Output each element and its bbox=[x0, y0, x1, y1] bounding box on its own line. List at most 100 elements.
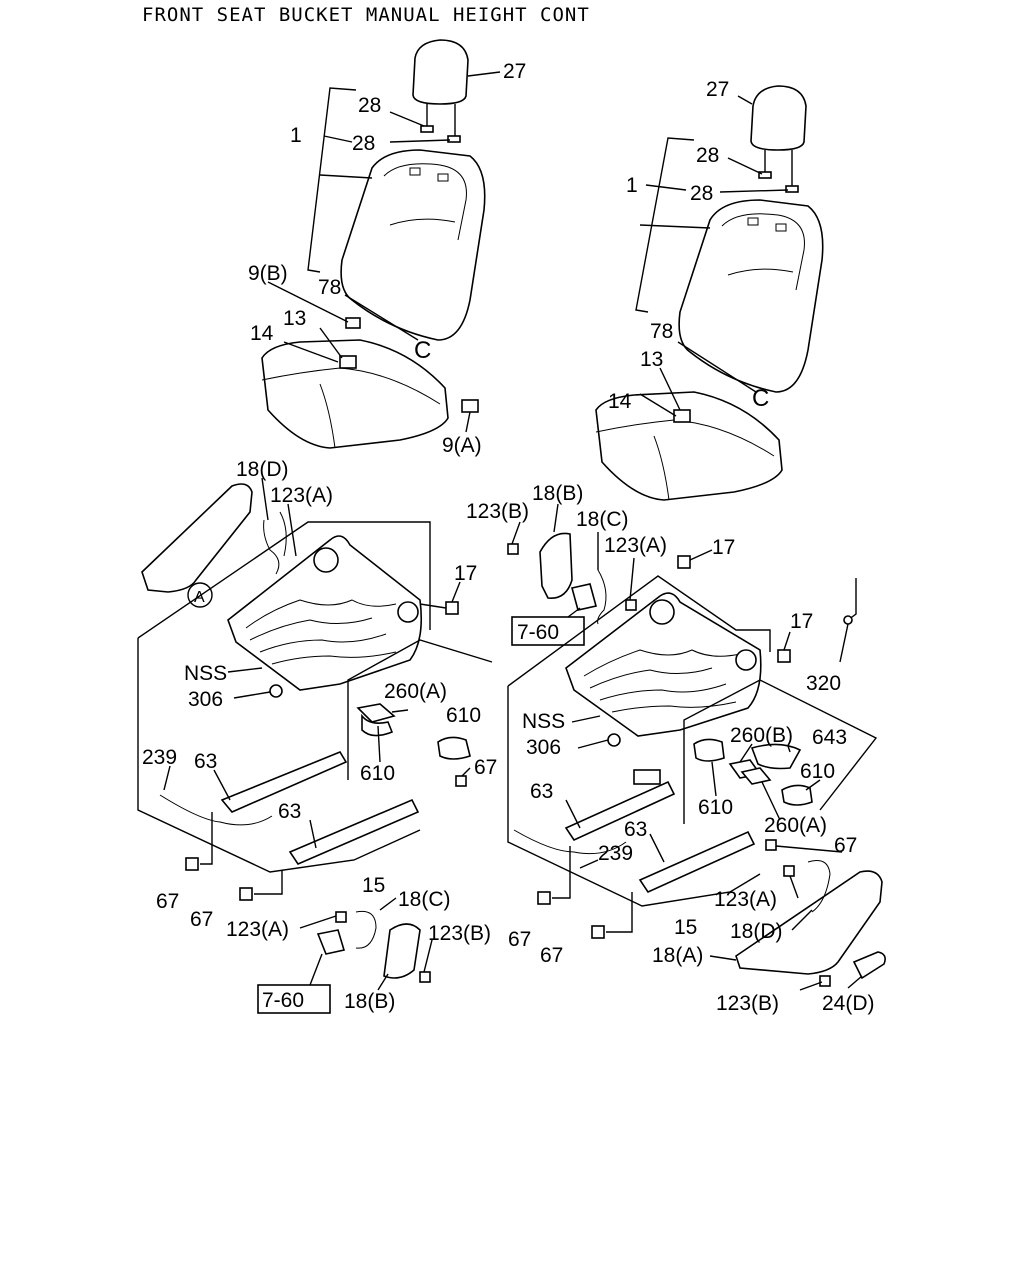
left-side-cover bbox=[141, 483, 253, 593]
left-box-7-60 bbox=[257, 984, 331, 1014]
right-box-7-60 bbox=[511, 616, 585, 646]
right-part-643 bbox=[750, 743, 802, 770]
diagram-title: FRONT SEAT BUCKET MANUAL HEIGHT CONT bbox=[142, 4, 590, 26]
left-bolt-67-a bbox=[455, 775, 467, 787]
label-l9a: 9(A) bbox=[442, 434, 482, 457]
label-r24d: 24(D) bbox=[822, 992, 875, 1015]
label-r67b: 67 bbox=[508, 928, 531, 951]
right-knob-7-60 bbox=[571, 583, 597, 611]
label-l610b: 610 bbox=[360, 762, 395, 785]
right-part-610-b bbox=[781, 784, 813, 806]
left-clip-9b bbox=[345, 317, 361, 329]
left-rail-lower bbox=[288, 798, 420, 865]
right-screw-123b bbox=[507, 543, 519, 555]
label-r27: 27 bbox=[706, 78, 729, 101]
right-part-260a bbox=[740, 767, 772, 785]
label-r1: 1 bbox=[626, 174, 638, 197]
label-l17: 17 bbox=[454, 562, 477, 585]
left-screw-123a bbox=[335, 911, 347, 923]
left-clip-9a bbox=[461, 399, 479, 413]
label-l18c: 18(C) bbox=[398, 888, 451, 911]
label-r306: 306 bbox=[526, 736, 561, 759]
left-seat-assembly: 27 28 1 28 9(B) 78 13 14 9(A) C bbox=[248, 39, 526, 457]
label-lC: C bbox=[414, 337, 431, 364]
label-r18a: 18(A) bbox=[652, 944, 703, 967]
right-bolt-17a bbox=[677, 555, 691, 569]
label-r13: 13 bbox=[640, 348, 663, 371]
label-r28b: 28 bbox=[690, 182, 713, 205]
label-r123a2: 123(A) bbox=[714, 888, 777, 911]
label-l18b: 18(B) bbox=[344, 990, 395, 1013]
left-bolt-17 bbox=[445, 601, 459, 615]
right-screw-123b2 bbox=[819, 975, 831, 987]
left-rail-upper bbox=[220, 751, 348, 813]
right-frame-gear-1 bbox=[649, 599, 675, 625]
label-l27: 27 bbox=[503, 60, 526, 83]
label-l610a: 610 bbox=[446, 704, 481, 727]
right-bolt-17b bbox=[777, 649, 791, 663]
label-l67b: 67 bbox=[156, 890, 179, 913]
left-headrest-guide-1 bbox=[420, 125, 434, 133]
label-r18d: 18(D) bbox=[730, 920, 783, 943]
label-l9b: 9(B) bbox=[248, 262, 288, 285]
left-cover-18b bbox=[383, 923, 421, 979]
left-frame-gear-1 bbox=[313, 547, 339, 573]
left-part-610-a bbox=[361, 713, 394, 737]
label-lnss: NSS bbox=[184, 662, 227, 685]
label-r28a: 28 bbox=[696, 144, 719, 167]
label-r67c: 67 bbox=[540, 944, 563, 967]
right-headrest-guide-1 bbox=[758, 171, 772, 179]
right-bolt-67-c bbox=[591, 925, 605, 939]
right-nut-306 bbox=[607, 733, 621, 747]
right-seat-cushion bbox=[595, 391, 783, 501]
right-frame-assembly: 123(B) 18(B) 18(C) 123(A) 17 7-60 17 320… bbox=[466, 482, 886, 1015]
label-l18d: 18(D) bbox=[236, 458, 289, 481]
label-r123b2: 123(B) bbox=[716, 992, 779, 1015]
right-frame-gear-2 bbox=[735, 649, 757, 671]
label-l63b: 63 bbox=[278, 800, 301, 823]
label-l67a: 67 bbox=[474, 756, 497, 779]
label-l123a: 123(A) bbox=[270, 484, 333, 507]
right-headrest bbox=[750, 85, 807, 151]
label-l306: 306 bbox=[188, 688, 223, 711]
label-l15: 15 bbox=[362, 874, 385, 897]
label-l67c: 67 bbox=[190, 908, 213, 931]
right-bolt-67-b bbox=[537, 891, 551, 905]
label-l1: 1 bbox=[290, 124, 302, 147]
right-cover-18b bbox=[539, 532, 573, 599]
label-r643: 643 bbox=[812, 726, 847, 749]
left-part-610-b bbox=[437, 736, 471, 760]
left-part-260a bbox=[356, 703, 396, 723]
label-r260a: 260(A) bbox=[764, 814, 827, 837]
left-frame-assembly: 18(D) 123(A) A 17 NSS 306 260(A) 610 610… bbox=[137, 458, 497, 1014]
label-rnss: NSS bbox=[522, 710, 565, 733]
label-r123a: 123(A) bbox=[604, 534, 667, 557]
right-screw-123a bbox=[625, 599, 637, 611]
label-r17b: 17 bbox=[790, 610, 813, 633]
label-r15: 15 bbox=[674, 916, 697, 939]
left-bolt-67-b bbox=[185, 857, 199, 871]
right-seat-back bbox=[678, 199, 824, 393]
right-side-cover bbox=[735, 870, 883, 975]
left-seat-frame bbox=[227, 535, 423, 691]
right-bracket-top bbox=[633, 769, 661, 785]
right-clip-13 bbox=[673, 409, 691, 423]
label-l123a2: 123(A) bbox=[226, 918, 289, 941]
label-l239: 239 bbox=[142, 746, 177, 769]
left-headrest-guide-2 bbox=[447, 135, 461, 143]
label-r18c: 18(C) bbox=[576, 508, 629, 531]
label-l78: 78 bbox=[318, 276, 341, 299]
label-r78: 78 bbox=[650, 320, 673, 343]
left-screw-123b bbox=[419, 971, 431, 983]
right-part-610-a bbox=[693, 738, 725, 762]
right-headrest-guide-2 bbox=[785, 185, 799, 193]
right-rod-320 bbox=[847, 578, 857, 621]
label-r18b: 18(B) bbox=[532, 482, 583, 505]
label-l28a: 28 bbox=[358, 94, 381, 117]
label-l63a: 63 bbox=[194, 750, 217, 773]
label-r260b: 260(B) bbox=[730, 724, 793, 747]
right-rail-upper bbox=[564, 780, 676, 842]
label-r14: 14 bbox=[608, 390, 632, 413]
left-seat-cushion bbox=[261, 339, 449, 449]
label-r123b: 123(B) bbox=[466, 500, 529, 523]
